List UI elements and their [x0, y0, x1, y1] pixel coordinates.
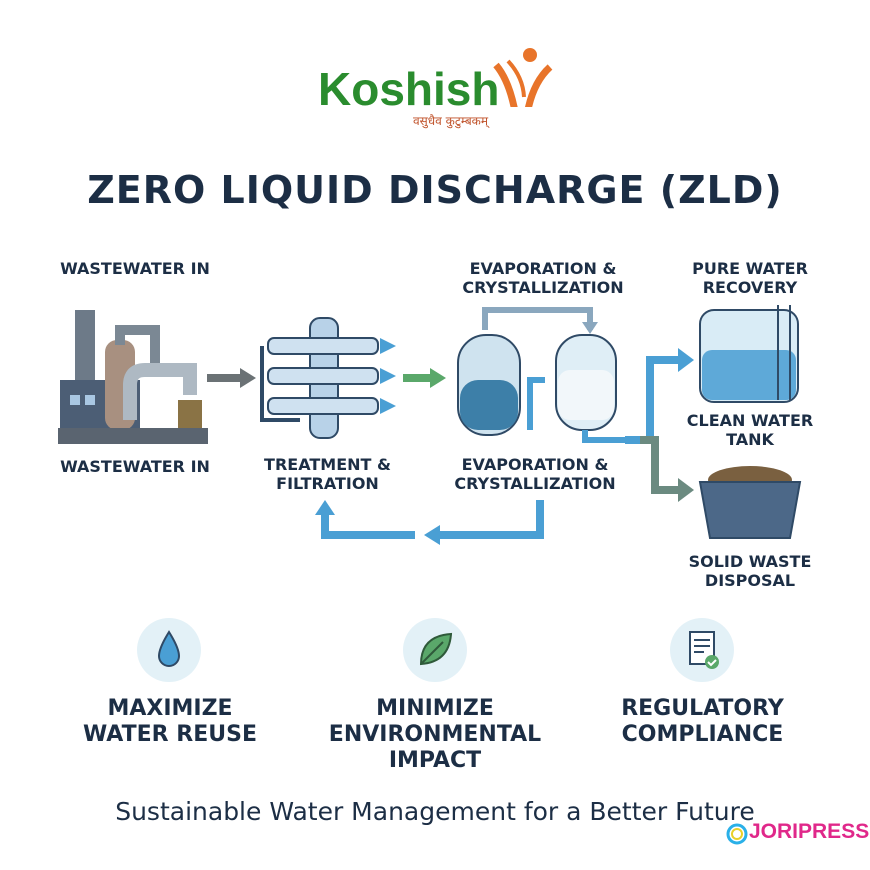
benefit-water-reuse: MAXIMIZE WATER REUSE [83, 696, 257, 747]
label-treatment: TREATMENT & FILTRATION [264, 455, 391, 493]
logo-figure-icon [493, 48, 553, 107]
solid-waste-bin-icon [698, 466, 802, 539]
label-evaporation-top: EVAPORATION & CRYSTALLIZATION [462, 259, 624, 297]
koshish-logo: Koshish वसुधैव कुटुम्बकम् [318, 48, 558, 132]
label-evaporation-bottom: EVAPORATION & CRYSTALLIZATION [454, 455, 616, 493]
label-clean-tank: CLEAN WATER TANK [686, 411, 814, 449]
footer-tagline: Sustainable Water Management for a Bette… [115, 797, 755, 826]
benefit-regulatory-compliance: REGULATORY COMPLIANCE [621, 696, 784, 747]
joripress-watermark: JORIPRESS [725, 818, 869, 850]
pipe-to-clean-tank [625, 356, 680, 444]
logo-tagline: वसुधैव कुटुम्बकम् [413, 114, 489, 128]
water-drop-icon [137, 618, 201, 682]
recycle-loop-arrow [440, 500, 544, 539]
label-wastewater-top: WASTEWATER IN [60, 259, 210, 278]
evaporator-icon [457, 307, 640, 443]
factory-icon [58, 310, 208, 444]
leaf-icon [403, 618, 467, 682]
watermark-text: JORIPRESS [749, 820, 870, 843]
benefit-environmental-impact: MINIMIZE ENVIRONMENTAL IMPACT [328, 696, 542, 773]
filtration-unit-icon [260, 317, 396, 439]
page-title: ZERO LIQUID DISCHARGE (ZLD) [87, 168, 783, 212]
label-pure-water: PURE WATER RECOVERY [692, 259, 808, 297]
label-solid-waste: SOLID WASTE DISPOSAL [688, 552, 812, 590]
label-wastewater-bottom: WASTEWATER IN [60, 457, 210, 476]
clean-water-tank-icon [699, 305, 799, 403]
logo-brand: Koshish [318, 63, 500, 115]
compliance-document-icon [670, 618, 734, 682]
pipe-to-solid-waste [640, 436, 680, 494]
